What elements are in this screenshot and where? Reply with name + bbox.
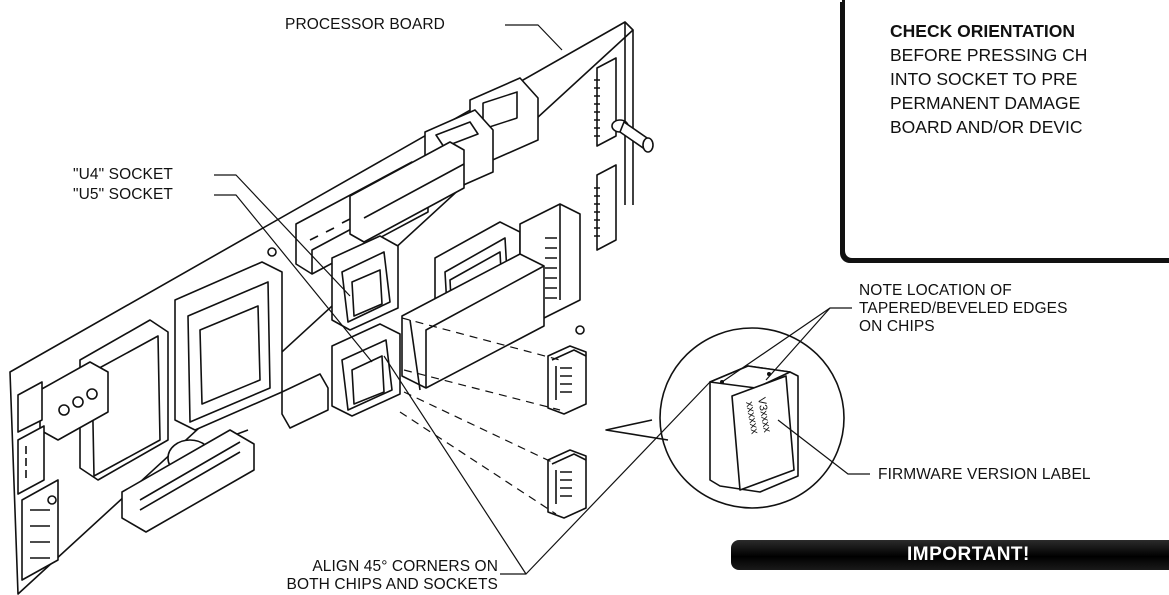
dual-pin-header [121, 429, 255, 533]
header-strip-middle [594, 164, 617, 251]
warning-line-3: INTO SOCKET TO PRE [890, 69, 1078, 89]
terminal-block [17, 361, 109, 441]
ribbon-header-2 [349, 141, 465, 243]
important-banner: IMPORTANT! [731, 540, 1169, 570]
standoff [611, 119, 654, 153]
label-note-location: NOTE LOCATION OF TAPERED/BEVELED EDGES O… [859, 282, 1068, 336]
warning-line-4: PERMANENT DAMAGE [890, 93, 1081, 113]
note-line-2: TAPERED/BEVELED EDGES [859, 300, 1068, 317]
u5-socket [331, 323, 401, 417]
label-processor-board: PROCESSOR BOARD [285, 16, 445, 33]
label-firmware-version: FIRMWARE VERSION LABEL [878, 466, 1091, 483]
mount-hole-2 [575, 325, 585, 335]
long-module [401, 253, 545, 391]
mount-hole-1 [267, 247, 277, 257]
warning-line-5: BOARD AND/OR DEVIC [890, 117, 1083, 137]
important-banner-text: IMPORTANT! [907, 544, 1030, 565]
alignment-lines [399, 317, 561, 515]
mount-hole-3 [47, 495, 57, 505]
label-align-corners: ALIGN 45° CORNERS ON BOTH CHIPS AND SOCK… [238, 558, 498, 594]
label-u5-socket: "U5" SOCKET [73, 186, 173, 203]
note-line-3: ON CHIPS [859, 318, 935, 335]
chip-u5-loose [547, 449, 587, 519]
chip-u4-loose [547, 345, 587, 415]
note-line-1: NOTE LOCATION OF [859, 282, 1012, 299]
mini-chip [281, 373, 329, 429]
warning-line-2: BEFORE PRESSING CH [890, 45, 1088, 65]
left-connector-upper [17, 425, 45, 495]
chip-text-line-2: xxxxxx [743, 400, 761, 435]
align-line-2: BOTH CHIPS AND SOCKETS [286, 576, 498, 593]
transformer [174, 261, 283, 431]
magnifier-callout [605, 327, 845, 509]
capacitor-block [79, 319, 169, 481]
label-u4-socket: "U4" SOCKET [73, 166, 173, 183]
header-strip-top [594, 57, 617, 147]
warning-line-1: CHECK ORIENTATION [890, 21, 1076, 41]
leader-lines [214, 24, 870, 575]
warning-text: CHECK ORIENTATION BEFORE PRESSING CH INT… [890, 19, 1087, 139]
left-connector-lower [21, 479, 59, 581]
warning-box: CHECK ORIENTATION BEFORE PRESSING CH INT… [842, 0, 1169, 261]
u4-socket [331, 235, 399, 331]
align-line-1: ALIGN 45° CORNERS ON [312, 558, 498, 575]
